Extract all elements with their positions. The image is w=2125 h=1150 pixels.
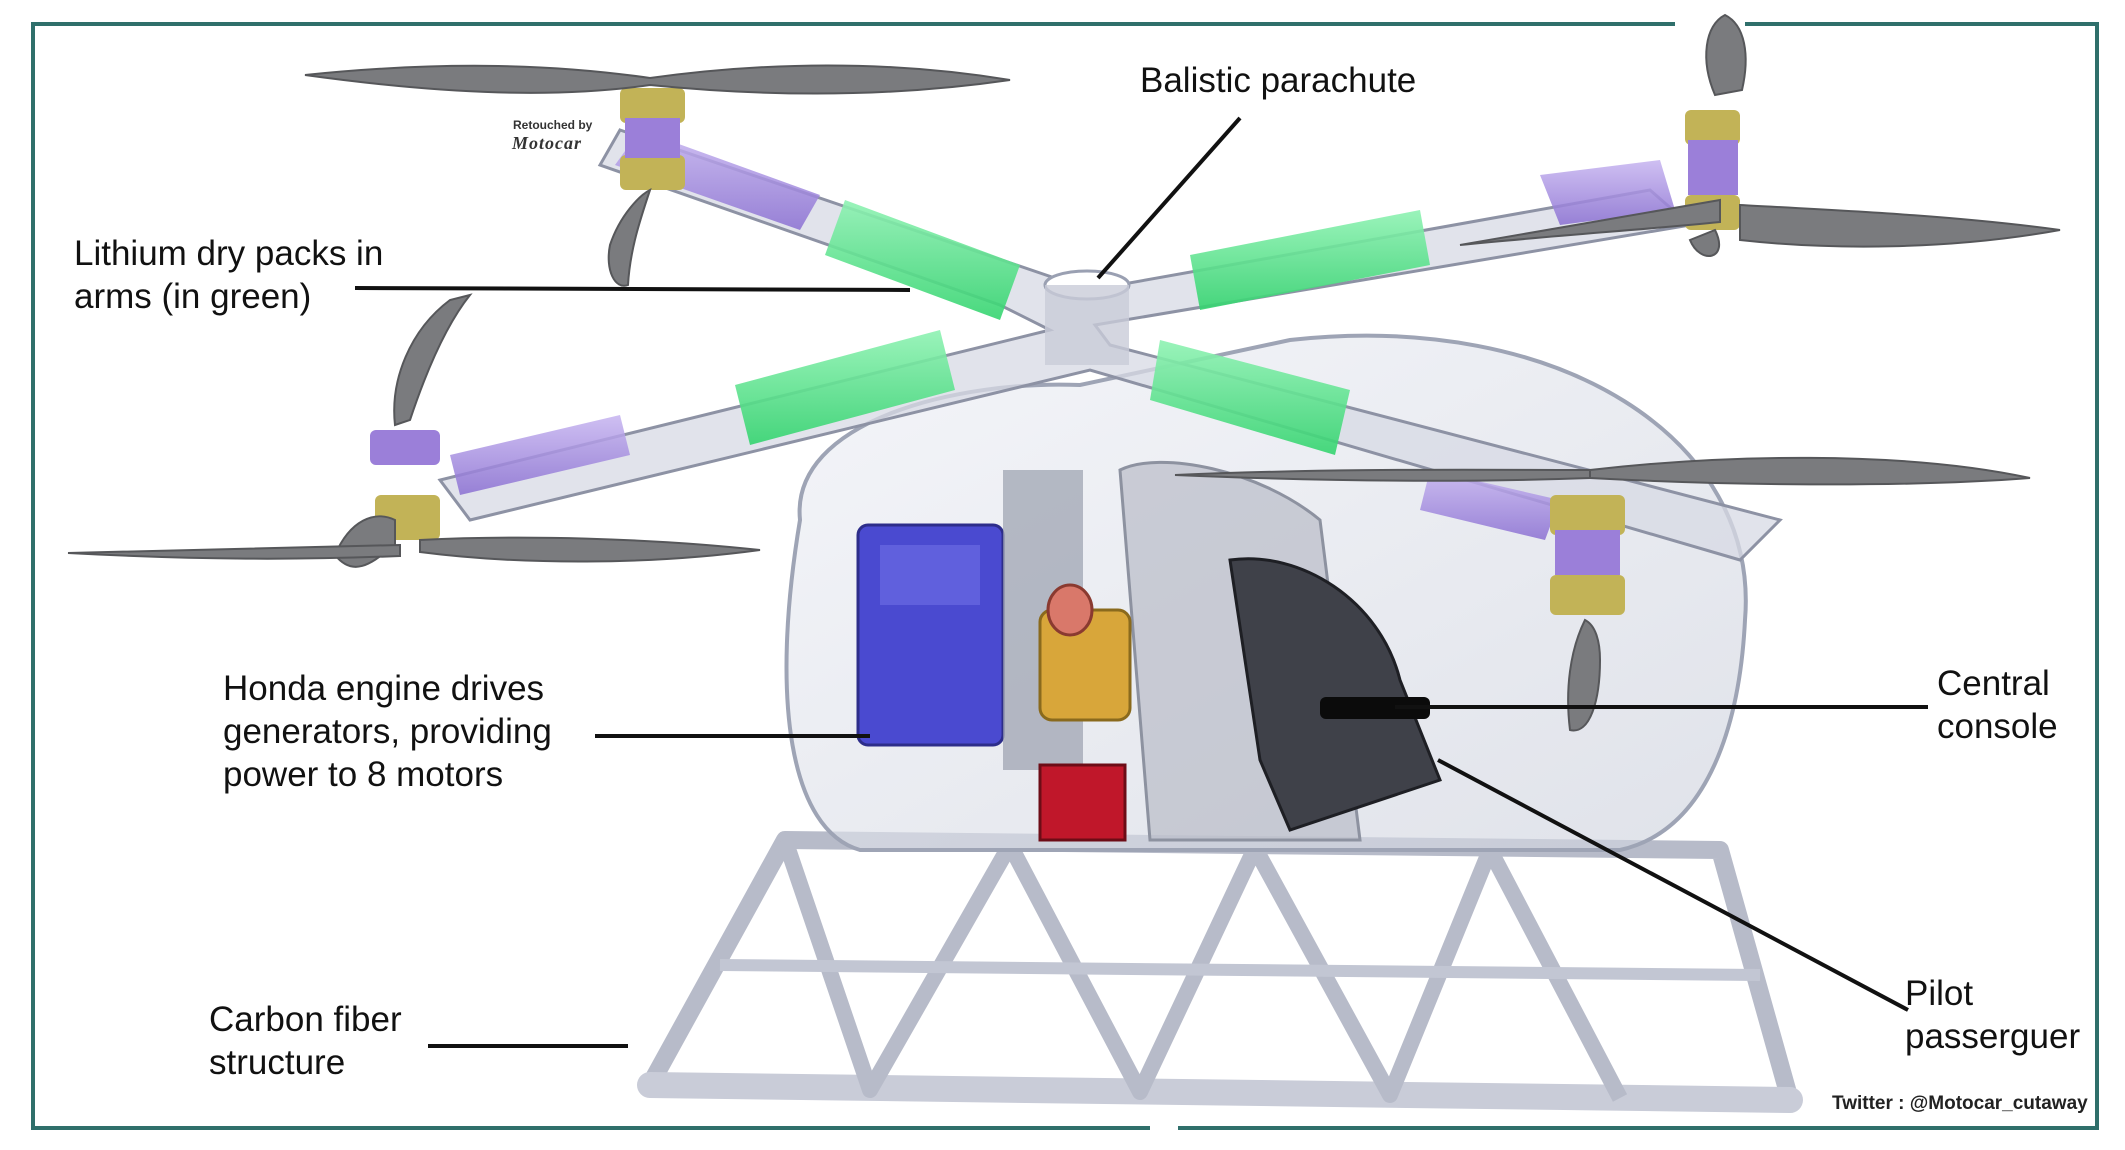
label-engine-line1: Honda engine drives: [223, 668, 544, 710]
retouch-watermark-brand: Motocar: [512, 133, 582, 154]
twitter-credit: Twitter : @Motocar_cutaway: [1832, 1093, 2088, 1115]
label-console-line2: console: [1937, 706, 2058, 748]
label-lithium-line2: arms (in green): [74, 276, 311, 318]
leader-lithium: [355, 288, 910, 290]
retouch-watermark-line1: Retouched by: [513, 118, 592, 132]
label-engine-line3: power to 8 motors: [223, 754, 503, 796]
label-console-line1: Central: [1937, 663, 2050, 705]
label-balistic-parachute: Balistic parachute: [1140, 60, 1416, 102]
red-component: [1040, 765, 1125, 840]
label-carbon-line2: structure: [209, 1042, 345, 1084]
carbon-fiber-skid: [650, 840, 1790, 1100]
label-engine-line2: generators, providing: [223, 711, 552, 753]
parachute-hub: [1045, 271, 1129, 365]
label-pilot-line1: Pilot: [1905, 973, 1973, 1015]
label-lithium-line1: Lithium dry packs in: [74, 233, 383, 275]
label-carbon-line1: Carbon fiber: [209, 999, 402, 1041]
label-pilot-line2: passerguer: [1905, 1016, 2080, 1058]
